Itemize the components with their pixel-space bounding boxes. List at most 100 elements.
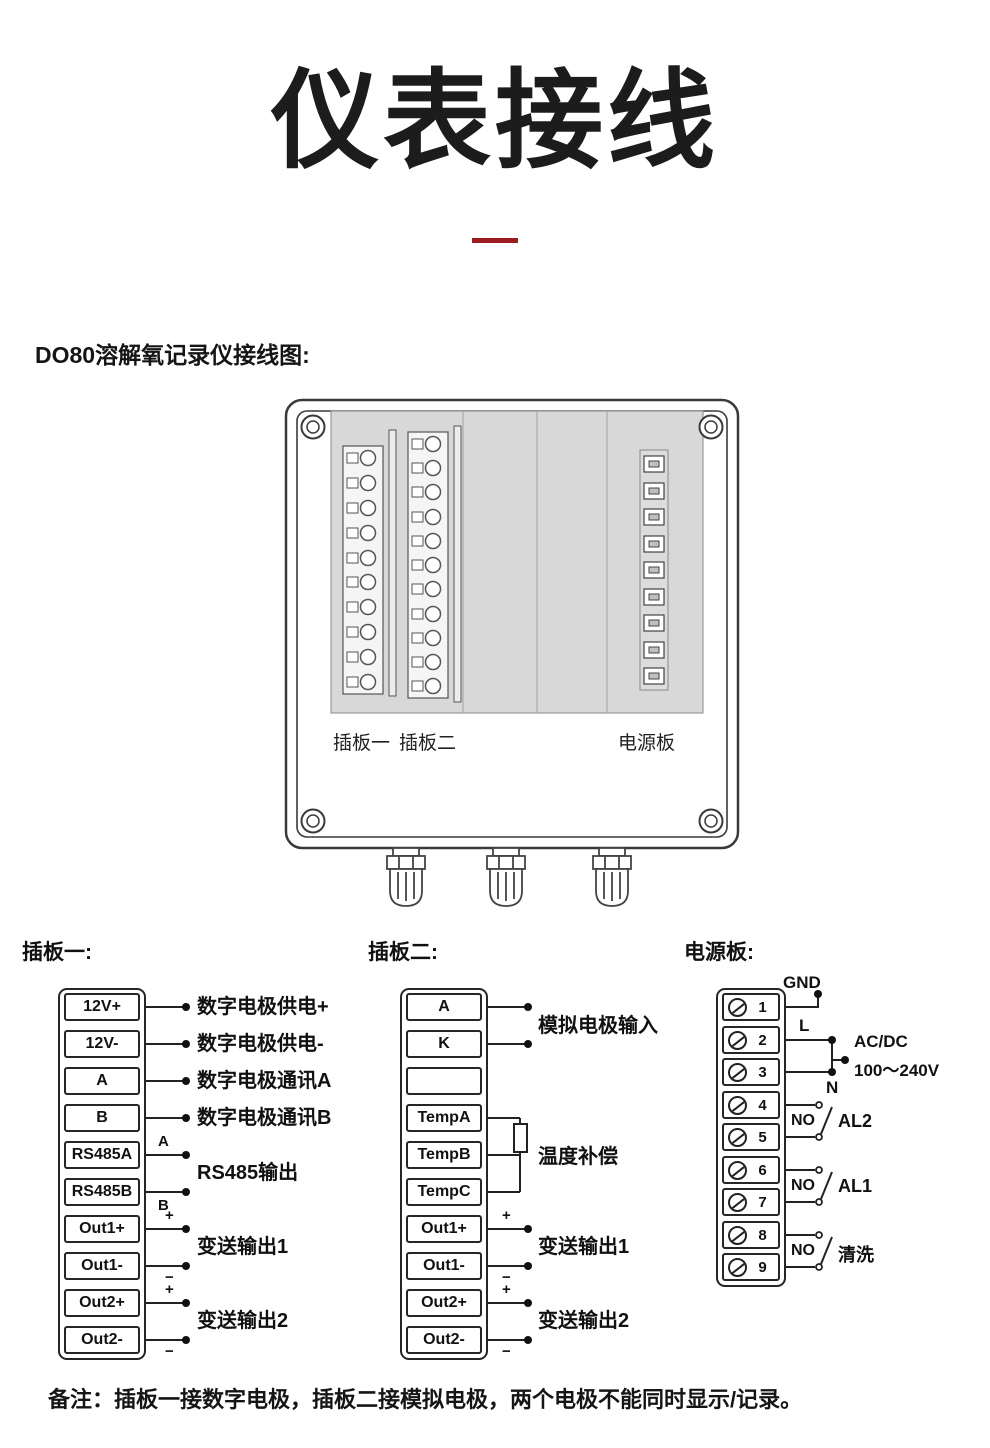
b1-terminal-12v-minus: 12V- (64, 1030, 140, 1058)
power-terminal-number: 6 (758, 1161, 767, 1179)
power-wire-dots (814, 990, 849, 1076)
device-enclosure (284, 398, 740, 850)
b2-out1-plus-mark: + (502, 1207, 511, 1224)
board2-wire-dots (524, 1003, 532, 1344)
b1-out2-minus-mark: − (165, 1343, 174, 1360)
b2-terminal-out1-plus: Out1+ (406, 1215, 482, 1243)
device-label-board1: 插板一 (333, 733, 391, 754)
screw-icon (728, 1127, 747, 1147)
power-terminal-number: 7 (758, 1193, 767, 1211)
b1-wire-label-supply-plus: 数字电极供电+ (197, 996, 329, 1018)
device-terminal-strip-1 (342, 429, 397, 697)
footer-note: 备注：插板一接数字电极，插板二接模拟电极，两个电极不能同时显示/记录。 (48, 1387, 803, 1412)
b2-terminal-tempb: TempB (406, 1141, 482, 1169)
power-gnd-label: GND (783, 973, 821, 992)
power-heading: 电源板: (684, 941, 754, 964)
power-no-label-al2: NO (791, 1112, 815, 1129)
screw-icon (728, 1062, 747, 1082)
b1-terminal-out1-plus: Out1+ (64, 1215, 140, 1243)
power-voltage-label: 100～240V (854, 1061, 940, 1080)
b1-out2-plus-mark: + (165, 1281, 174, 1298)
power-clean-label: 清洗 (838, 1245, 874, 1265)
power-al1-label: AL1 (838, 1176, 873, 1196)
screw-icon (728, 1095, 747, 1115)
relay-contact-icons (815, 1101, 823, 1271)
device-label-board2: 插板二 (399, 733, 457, 754)
b2-terminal-a: A (406, 993, 482, 1021)
b2-terminal-k: K (406, 1030, 482, 1058)
power-al2-label: AL2 (838, 1111, 873, 1131)
power-terminal-number: 9 (758, 1258, 767, 1276)
power-terminal-5: 5 (722, 1123, 780, 1151)
b1-out1-plus-mark: + (165, 1207, 174, 1224)
power-terminal-3: 3 (722, 1058, 780, 1086)
b1-rs485-b-mark: B (158, 1197, 169, 1214)
power-acdc-label: AC/DC (854, 1032, 908, 1051)
b1-terminal-12v-plus: 12V+ (64, 993, 140, 1021)
b1-out2-label: 变送输出2 (197, 1310, 289, 1332)
temperature-resistor-icon (513, 1123, 528, 1153)
b1-out1-label: 变送输出1 (197, 1236, 289, 1258)
b1-wire-label-comm-a: 数字电极通讯A (197, 1070, 332, 1092)
b1-rs485-label: RS485输出 (197, 1162, 299, 1184)
power-terminal-9: 9 (722, 1253, 780, 1281)
power-terminal-4: 4 (722, 1091, 780, 1119)
b1-terminal-rs485b: RS485B (64, 1178, 140, 1206)
b2-terminal-tempc: TempC (406, 1178, 482, 1206)
power-terminal-number: 8 (758, 1226, 767, 1244)
board1-wire-dots (182, 1003, 190, 1344)
title-divider (472, 238, 518, 243)
b1-rs485-a-mark: A (158, 1133, 169, 1150)
b1-terminal-out1-minus: Out1- (64, 1252, 140, 1280)
screw-icon (728, 1030, 747, 1050)
screw-icon (728, 1160, 747, 1180)
b2-terminal-out2-plus: Out2+ (406, 1289, 482, 1317)
b2-out2-plus-mark: + (502, 1281, 511, 1298)
b1-terminal-out2-minus: Out2- (64, 1326, 140, 1354)
b1-wire-label-comm-b: 数字电极通讯B (197, 1107, 332, 1129)
device-panel (330, 410, 704, 714)
b2-out2-label: 变送输出2 (538, 1310, 630, 1332)
b2-terminal-blank (406, 1067, 482, 1095)
b2-temp-comp-label: 温度补偿 (538, 1146, 618, 1168)
b1-wire-label-supply-minus: 数字电极供电- (197, 1033, 324, 1055)
power-no-label-clean: NO (791, 1242, 815, 1259)
power-terminal-number: 2 (758, 1031, 767, 1049)
board1-heading: 插板一: (22, 941, 92, 964)
power-terminal-8: 8 (722, 1221, 780, 1249)
b1-terminal-a: A (64, 1067, 140, 1095)
b1-terminal-b: B (64, 1104, 140, 1132)
b1-out1-minus-mark: − (165, 1269, 174, 1286)
b2-terminal-out1-minus: Out1- (406, 1252, 482, 1280)
power-terminal-2: 2 (722, 1026, 780, 1054)
power-terminal-number: 1 (758, 998, 767, 1016)
power-l-label: L (799, 1016, 810, 1035)
power-n-label: N (826, 1078, 839, 1097)
screw-icon (728, 997, 747, 1017)
b2-terminal-tempa: TempA (406, 1104, 482, 1132)
power-terminal-number: 5 (758, 1128, 767, 1146)
b2-out1-minus-mark: − (502, 1269, 511, 1286)
b2-out1-label: 变送输出1 (538, 1236, 630, 1258)
screw-icon (728, 1257, 747, 1277)
b1-terminal-rs485a: RS485A (64, 1141, 140, 1169)
corner-screw-icons (300, 414, 724, 834)
power-terminal-number: 3 (758, 1063, 767, 1081)
cable-gland-icons (386, 847, 632, 907)
screw-icon (728, 1225, 747, 1245)
device-label-power: 电源板 (618, 733, 676, 754)
b2-out2-minus-mark: − (502, 1343, 511, 1360)
page-title: 仪表接线 (270, 60, 719, 181)
power-terminal-1: 1 (722, 993, 780, 1021)
diagram-caption: DO80溶解氧记录仪接线图: (35, 342, 310, 368)
b2-terminal-out2-minus: Out2- (406, 1326, 482, 1354)
power-terminal-7: 7 (722, 1188, 780, 1216)
power-terminal-number: 4 (758, 1096, 767, 1114)
device-power-strip (639, 449, 669, 691)
board2-heading: 插板二: (368, 941, 438, 964)
b2-analog-input-label: 模拟电极输入 (538, 1015, 658, 1037)
screw-icon (728, 1192, 747, 1212)
power-no-label-al1: NO (791, 1177, 815, 1194)
